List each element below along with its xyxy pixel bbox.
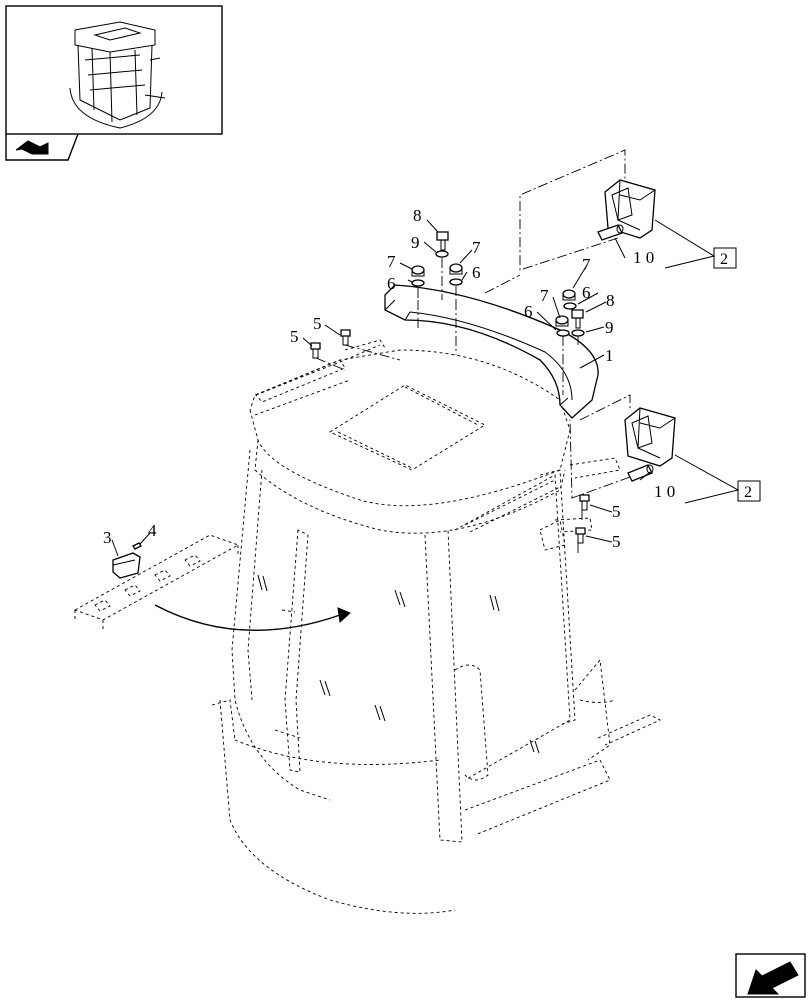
bolt-5-left-b[interactable] [310,342,321,359]
lamp-upper-bolt[interactable] [597,224,624,241]
callout-9-right: 9 [605,318,614,337]
callout-9-left: 9 [411,233,420,252]
callout-5-right-b: 5 [612,532,621,551]
washer-6-left-a[interactable] [411,279,425,287]
bolt-5-right-b[interactable] [575,527,586,544]
callout-2-upper: 2 [720,251,728,268]
callout-7-right-b: 7 [540,286,549,305]
callout-7-right-a: 7 [582,255,591,274]
callout-1: 1 [605,346,614,365]
nut-7-right-a[interactable] [562,289,576,301]
callout-4: 4 [148,521,157,540]
nut-7-left-a[interactable] [411,265,425,277]
next-page-button[interactable] [735,953,806,998]
callout-6-left-a: 6 [387,274,396,293]
part-4-small-insert[interactable] [132,542,142,550]
callout-6-right-a: 6 [582,283,591,302]
callout-10-upper: 1 0 [633,248,654,267]
callout-5-right-a: 5 [612,502,621,521]
callout-6-left-b: 6 [472,263,481,282]
washer-6-right-a[interactable] [563,302,577,310]
overview-thumbnail[interactable] [5,5,223,135]
washer-6-right-b[interactable] [556,329,570,337]
washer-9-left[interactable] [435,250,449,258]
callout-7-left-b: 7 [472,238,481,257]
fastener-8-right[interactable] [571,309,584,329]
lamp-lower[interactable] [624,407,676,467]
thumbnail-cab-icon [69,21,166,129]
nut-7-right-b[interactable] [555,315,569,327]
part-3-clip[interactable] [112,552,141,579]
fastener-8-left[interactable] [436,231,449,251]
callout-6-right-b: 6 [524,302,533,321]
callout-2-upper-box: 2 [713,247,737,269]
callout-8-right: 8 [606,291,615,310]
callout-10-lower: 1 0 [654,482,675,501]
lamp-lower-bolt[interactable] [627,464,654,482]
bolt-5-right-a[interactable] [579,494,590,511]
callout-8-left: 8 [413,206,422,225]
callout-5-left-a: 5 [313,314,322,333]
callout-labels: 8 9 7 7 6 6 7 6 8 7 6 9 1 5 5 5 5 3 4 1 … [103,206,761,551]
leader-lines [111,219,740,557]
rail-section [73,534,240,630]
cab-body [211,339,662,914]
part-1-bracket[interactable] [384,284,599,419]
direction-arrow [154,604,351,631]
view-icon [15,140,49,155]
alignment-lines [315,149,631,555]
callout-5-left-b: 5 [290,327,299,346]
bolt-5-left-a[interactable] [340,329,351,346]
nut-7-left-b[interactable] [449,263,463,275]
callout-2-lower-box: 2 [737,480,761,502]
callout-3: 3 [103,528,112,547]
callout-7-left-a: 7 [387,252,396,271]
navigation-tab[interactable] [5,133,79,161]
washer-6-left-b[interactable] [449,278,463,286]
callout-2-lower: 2 [744,484,752,501]
arrow-down-left-icon [747,961,799,995]
washer-9-right[interactable] [571,329,585,337]
lamp-upper[interactable] [604,179,656,239]
